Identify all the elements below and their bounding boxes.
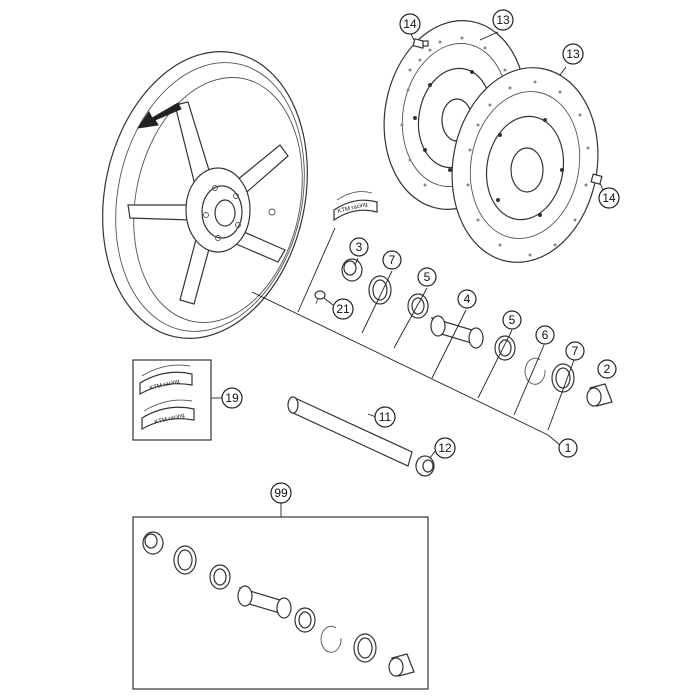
screw-21 xyxy=(314,290,326,305)
svg-text:99: 99 xyxy=(274,486,288,500)
spacer-3 xyxy=(341,258,363,282)
callout-12: 12 xyxy=(434,437,456,459)
decal-kit-box: KTM racing KTM racing xyxy=(132,359,222,441)
callout-4: 4 xyxy=(457,289,477,309)
svg-text:5: 5 xyxy=(509,313,516,327)
svg-text:5: 5 xyxy=(424,270,431,284)
svg-text:11: 11 xyxy=(379,410,392,424)
ring-5-right xyxy=(494,335,516,361)
front-wheel xyxy=(102,51,308,339)
callout-14-top: 14 xyxy=(399,13,421,35)
svg-text:4: 4 xyxy=(464,292,471,306)
callout-99: 99 xyxy=(270,482,292,504)
kit-circlip xyxy=(320,625,342,653)
callout-5-right: 5 xyxy=(502,310,522,330)
spacer-2 xyxy=(586,383,613,407)
svg-text:19: 19 xyxy=(225,391,239,405)
svg-text:2: 2 xyxy=(604,362,611,376)
rotation-arrow-icon xyxy=(136,102,182,129)
callout-13-left: 13 xyxy=(492,9,514,31)
svg-text:14: 14 xyxy=(602,191,616,205)
svg-text:3: 3 xyxy=(356,240,363,254)
kit-distance-tube xyxy=(237,585,292,619)
disc-bolt-top xyxy=(412,38,429,49)
brake-disc-front xyxy=(451,67,599,263)
callout-7-right: 7 xyxy=(565,341,585,361)
svg-text:7: 7 xyxy=(389,253,396,267)
svg-text:21: 21 xyxy=(336,302,350,316)
callout-13-right: 13 xyxy=(562,43,584,65)
callout-3: 3 xyxy=(349,237,369,257)
callout-2: 2 xyxy=(597,359,617,379)
axis-line xyxy=(251,291,549,436)
kit-ring-right xyxy=(294,607,316,633)
svg-text:1: 1 xyxy=(565,441,572,455)
svg-text:14: 14 xyxy=(403,17,417,31)
decal-sticker-main: KTM racing xyxy=(333,191,378,222)
svg-text:12: 12 xyxy=(438,441,452,455)
bearing-7-left xyxy=(368,275,392,305)
ring-5-left xyxy=(407,293,429,319)
kit-bearing-left xyxy=(173,545,197,575)
callout-6: 6 xyxy=(535,325,555,345)
distance-tube-4 xyxy=(430,315,484,349)
circlip-6 xyxy=(524,357,546,385)
callout-21: 21 xyxy=(332,298,354,320)
callout-7-left: 7 xyxy=(382,250,402,270)
kit-bearing-right xyxy=(353,633,377,663)
callout-14-right: 14 xyxy=(598,187,620,209)
callout-11: 11 xyxy=(374,406,396,428)
callout-1: 1 xyxy=(558,438,578,458)
kit-spacer xyxy=(142,531,164,555)
disc-bolt-right xyxy=(590,173,603,185)
bearing-7-right xyxy=(551,363,575,393)
svg-text:13: 13 xyxy=(566,47,580,61)
disc-holes xyxy=(466,80,590,257)
kit-ring-left xyxy=(209,564,231,590)
svg-text:13: 13 xyxy=(496,13,510,27)
callout-5-left: 5 xyxy=(417,267,437,287)
disc-rivets xyxy=(496,118,564,217)
kit-spacer-right xyxy=(388,653,415,677)
disc-rivets xyxy=(413,70,474,172)
axle-11 xyxy=(287,396,413,467)
svg-text:6: 6 xyxy=(542,328,549,342)
bearing-kit-box xyxy=(132,503,429,690)
svg-text:7: 7 xyxy=(572,344,579,358)
callout-19: 19 xyxy=(221,387,243,409)
leader-lines xyxy=(297,31,607,459)
axle-nut-12 xyxy=(415,455,435,477)
